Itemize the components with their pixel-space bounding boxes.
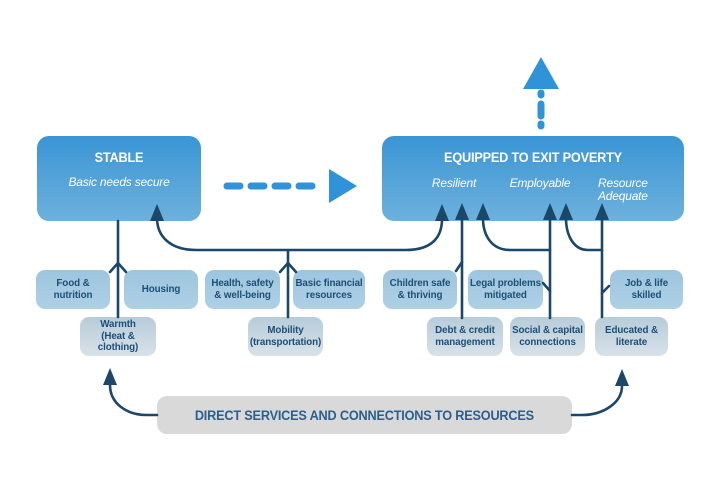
- stable-box: STABLE Basic needs secure: [37, 136, 201, 221]
- need-box-legal-problems: Legal problems mitigated: [468, 270, 543, 309]
- need-box-debt-credit: Debt & credit management: [427, 317, 503, 356]
- equipped-sublabel-employable: Employable: [509, 176, 571, 190]
- need-box-job-life-skilled: Job & life skilled: [610, 270, 683, 309]
- need-box-mobility: Mobility (transportation): [248, 317, 323, 356]
- stable-title: STABLE: [94, 150, 144, 165]
- equipped-sublabel-resilient: Resilient: [431, 176, 477, 190]
- equipped-sublabel-resource-adequate: Resource Adequate: [598, 176, 648, 203]
- equipped-box: EQUIPPED TO EXIT POVERTY Resilient Emplo…: [382, 136, 684, 221]
- need-box-children-safe: Children safe & thriving: [383, 270, 457, 309]
- need-box-educated-literate: Educated & literate: [595, 317, 668, 356]
- equipped-title: EQUIPPED TO EXIT POVERTY: [444, 150, 622, 165]
- need-box-warmth: Warmth (Heat & clothing): [80, 317, 156, 356]
- need-box-housing: Housing: [124, 270, 198, 309]
- stable-subtitle: Basic needs secure: [68, 175, 170, 189]
- need-box-food-nutrition: Food & nutrition: [36, 270, 110, 309]
- need-box-health-safety: Health, safety & well-being: [205, 270, 280, 309]
- services-label: DIRECT SERVICES AND CONNECTIONS TO RESOU…: [194, 407, 535, 423]
- up-arrow-icon: [523, 57, 559, 132]
- services-box: DIRECT SERVICES AND CONNECTIONS TO RESOU…: [157, 396, 572, 434]
- transition-arrow-icon: [223, 169, 357, 203]
- need-box-basic-financial: Basic financial resources: [293, 270, 365, 309]
- need-box-social-capital: Social & capital connections: [510, 317, 585, 356]
